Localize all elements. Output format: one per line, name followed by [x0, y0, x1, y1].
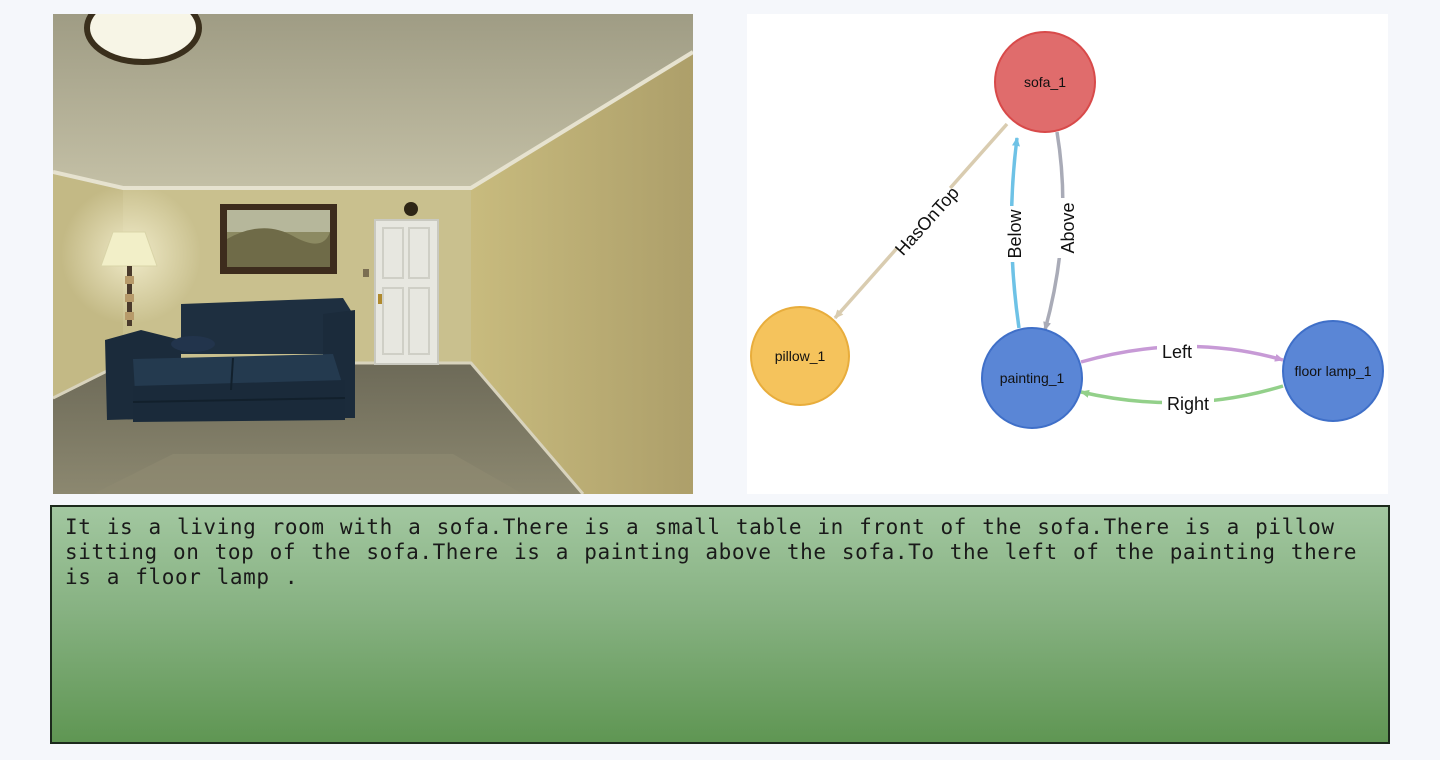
edge-label-right: Right	[1162, 392, 1214, 414]
svg-text:floor lamp_1: floor lamp_1	[1294, 363, 1371, 379]
scene-graph: HasOnTop Below Above Left Right sofa_1 p…	[750, 31, 1384, 429]
edge-label-above: Above	[1056, 198, 1078, 258]
svg-text:Left: Left	[1162, 342, 1192, 362]
living-room-render	[53, 14, 693, 494]
svg-text:painting_1: painting_1	[1000, 370, 1065, 386]
description-box: It is a living room with a sofa.There is…	[50, 505, 1390, 744]
edge-label-left: Left	[1157, 340, 1197, 362]
svg-text:Above: Above	[1058, 202, 1078, 253]
node-sofa: sofa_1	[994, 31, 1096, 133]
edge-label-below: Below	[1003, 206, 1025, 262]
node-painting: painting_1	[981, 327, 1083, 429]
svg-text:sofa_1: sofa_1	[1024, 74, 1066, 90]
svg-text:HasOnTop: HasOnTop	[891, 183, 963, 260]
node-floor-lamp: floor lamp_1	[1282, 320, 1384, 422]
living-room-scene-image	[53, 14, 693, 494]
scene-description: It is a living room with a sofa.There is…	[65, 515, 1358, 589]
edge-label-hasontop: HasOnTop	[891, 183, 963, 260]
svg-text:Below: Below	[1005, 208, 1025, 258]
scene-graph-panel: HasOnTop Below Above Left Right sofa_1 p…	[747, 14, 1388, 494]
node-pillow: pillow_1	[750, 306, 850, 406]
svg-text:Right: Right	[1167, 394, 1209, 414]
svg-text:pillow_1: pillow_1	[775, 348, 826, 364]
